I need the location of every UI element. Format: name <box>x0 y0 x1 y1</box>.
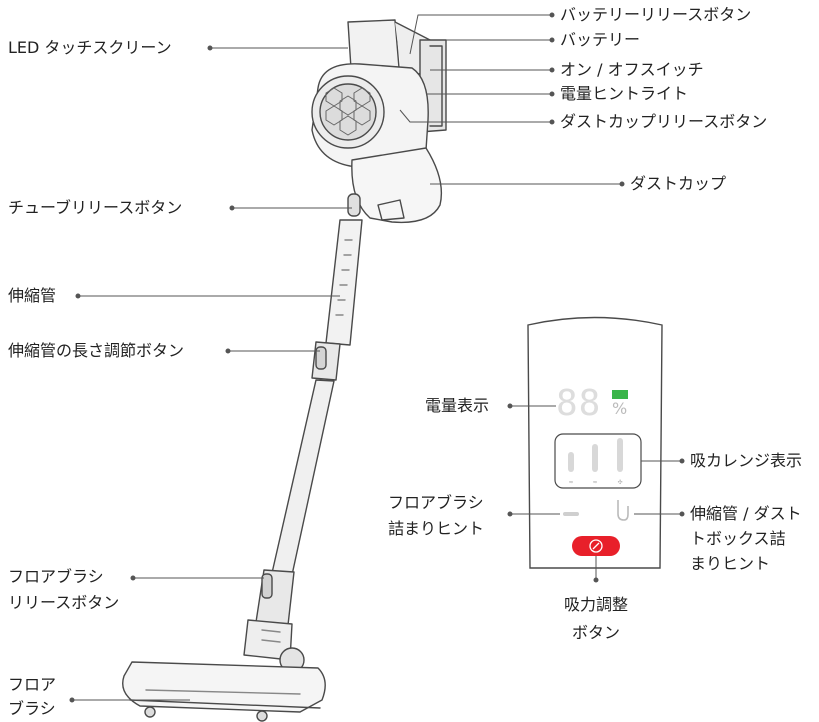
svg-text:≈: ≈ <box>592 479 597 486</box>
extension-tube <box>271 379 335 576</box>
battery-level-icon <box>612 390 628 399</box>
svg-text:✣: ✣ <box>617 479 622 486</box>
label-charge-display: 電量表示 <box>425 396 490 415</box>
control-panel: ≈ ≈ ✣ <box>507 316 685 583</box>
label-brush-clog: フロアブラシ 詰まりヒント <box>388 493 485 538</box>
label-led-touchscreen: LED タッチスクリーン <box>8 38 172 57</box>
label-suction-button: 吸力調整 ボタン <box>563 595 628 642</box>
label-dustcup-release: ダストカップリリースボタン <box>560 112 768 131</box>
label-tube-release: チューブリリースボタン <box>8 198 183 217</box>
label-battery: バッテリー <box>560 30 641 49</box>
percent-sign: % <box>612 399 628 418</box>
tube-clog-icon <box>617 500 629 521</box>
label-extension-tube: 伸縮管 <box>8 286 57 305</box>
tube-release-button <box>347 193 361 217</box>
label-power-switch: オン / オフスイッチ <box>560 60 704 79</box>
label-floor-brush: フロア ブラシ <box>8 675 57 718</box>
tube-length-button <box>315 346 327 370</box>
display-digits: 88 <box>556 383 602 424</box>
label-battery-release: バッテリーリリースボタン <box>560 5 752 24</box>
label-dustcup: ダストカップ <box>630 174 727 193</box>
svg-text:≈: ≈ <box>568 479 573 486</box>
label-tube-length-button: 伸縮管の長さ調節ボタン <box>8 341 185 360</box>
label-floor-brush-release: フロアブラシ リリースボタン <box>8 567 120 612</box>
brush-release-button <box>261 573 273 599</box>
brush-clog-indicator <box>563 512 579 516</box>
label-tube-clog: 伸縮管 / ダスト トボックス詰 まりヒント <box>690 504 802 573</box>
upper-tube <box>325 219 363 346</box>
label-charge-hint: 電量ヒントライト <box>560 84 689 103</box>
label-suction-range: 吸カレンジ表示 <box>690 451 803 470</box>
dust-cup <box>351 147 443 224</box>
